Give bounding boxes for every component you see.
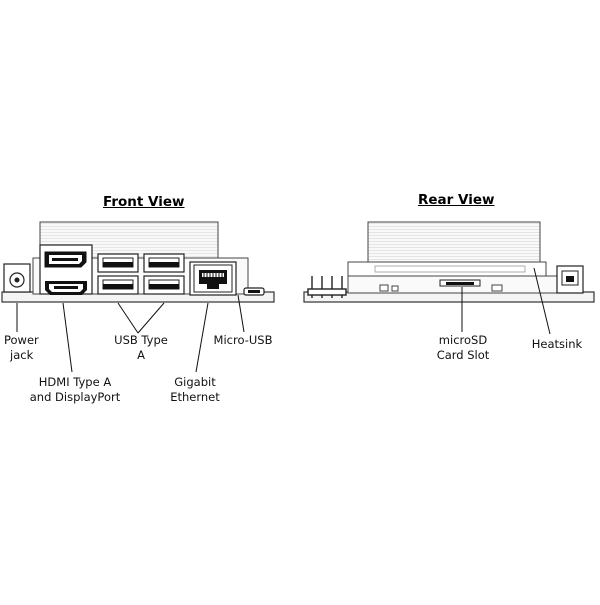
micro-usb-port	[243, 287, 265, 296]
front-leader-lines	[16, 294, 245, 373]
usb-port-3	[97, 275, 139, 295]
label-microsd-card-slot: microSD Card Slot	[436, 333, 490, 362]
usb-port-1	[97, 253, 139, 273]
power-jack-port	[3, 263, 31, 293]
rear-right-connector	[556, 265, 584, 294]
usb-port-2	[143, 253, 185, 273]
label-hdmi-displayport: HDMI Type A and DisplayPort	[29, 375, 121, 404]
rear-view	[303, 221, 595, 335]
rear-leader-lines	[461, 267, 551, 335]
usb-port-4	[143, 275, 185, 295]
microsd-slot	[439, 279, 481, 287]
label-power-jack: Power jack	[4, 333, 39, 362]
ethernet-port	[189, 261, 237, 296]
label-gigabit-ethernet: Gigabit Ethernet	[170, 375, 220, 404]
label-usb-type-a: USB Type A	[114, 333, 168, 362]
front-view	[1, 221, 275, 373]
pin-header	[307, 276, 347, 298]
hdmi-displayport-port	[39, 244, 93, 295]
label-micro-usb: Micro-USB	[213, 333, 273, 347]
front-view-title: Front View	[103, 194, 185, 210]
rear-view-title: Rear View	[418, 192, 495, 208]
usb-type-a-ports	[97, 253, 185, 295]
label-heatsink: Heatsink	[531, 337, 583, 351]
